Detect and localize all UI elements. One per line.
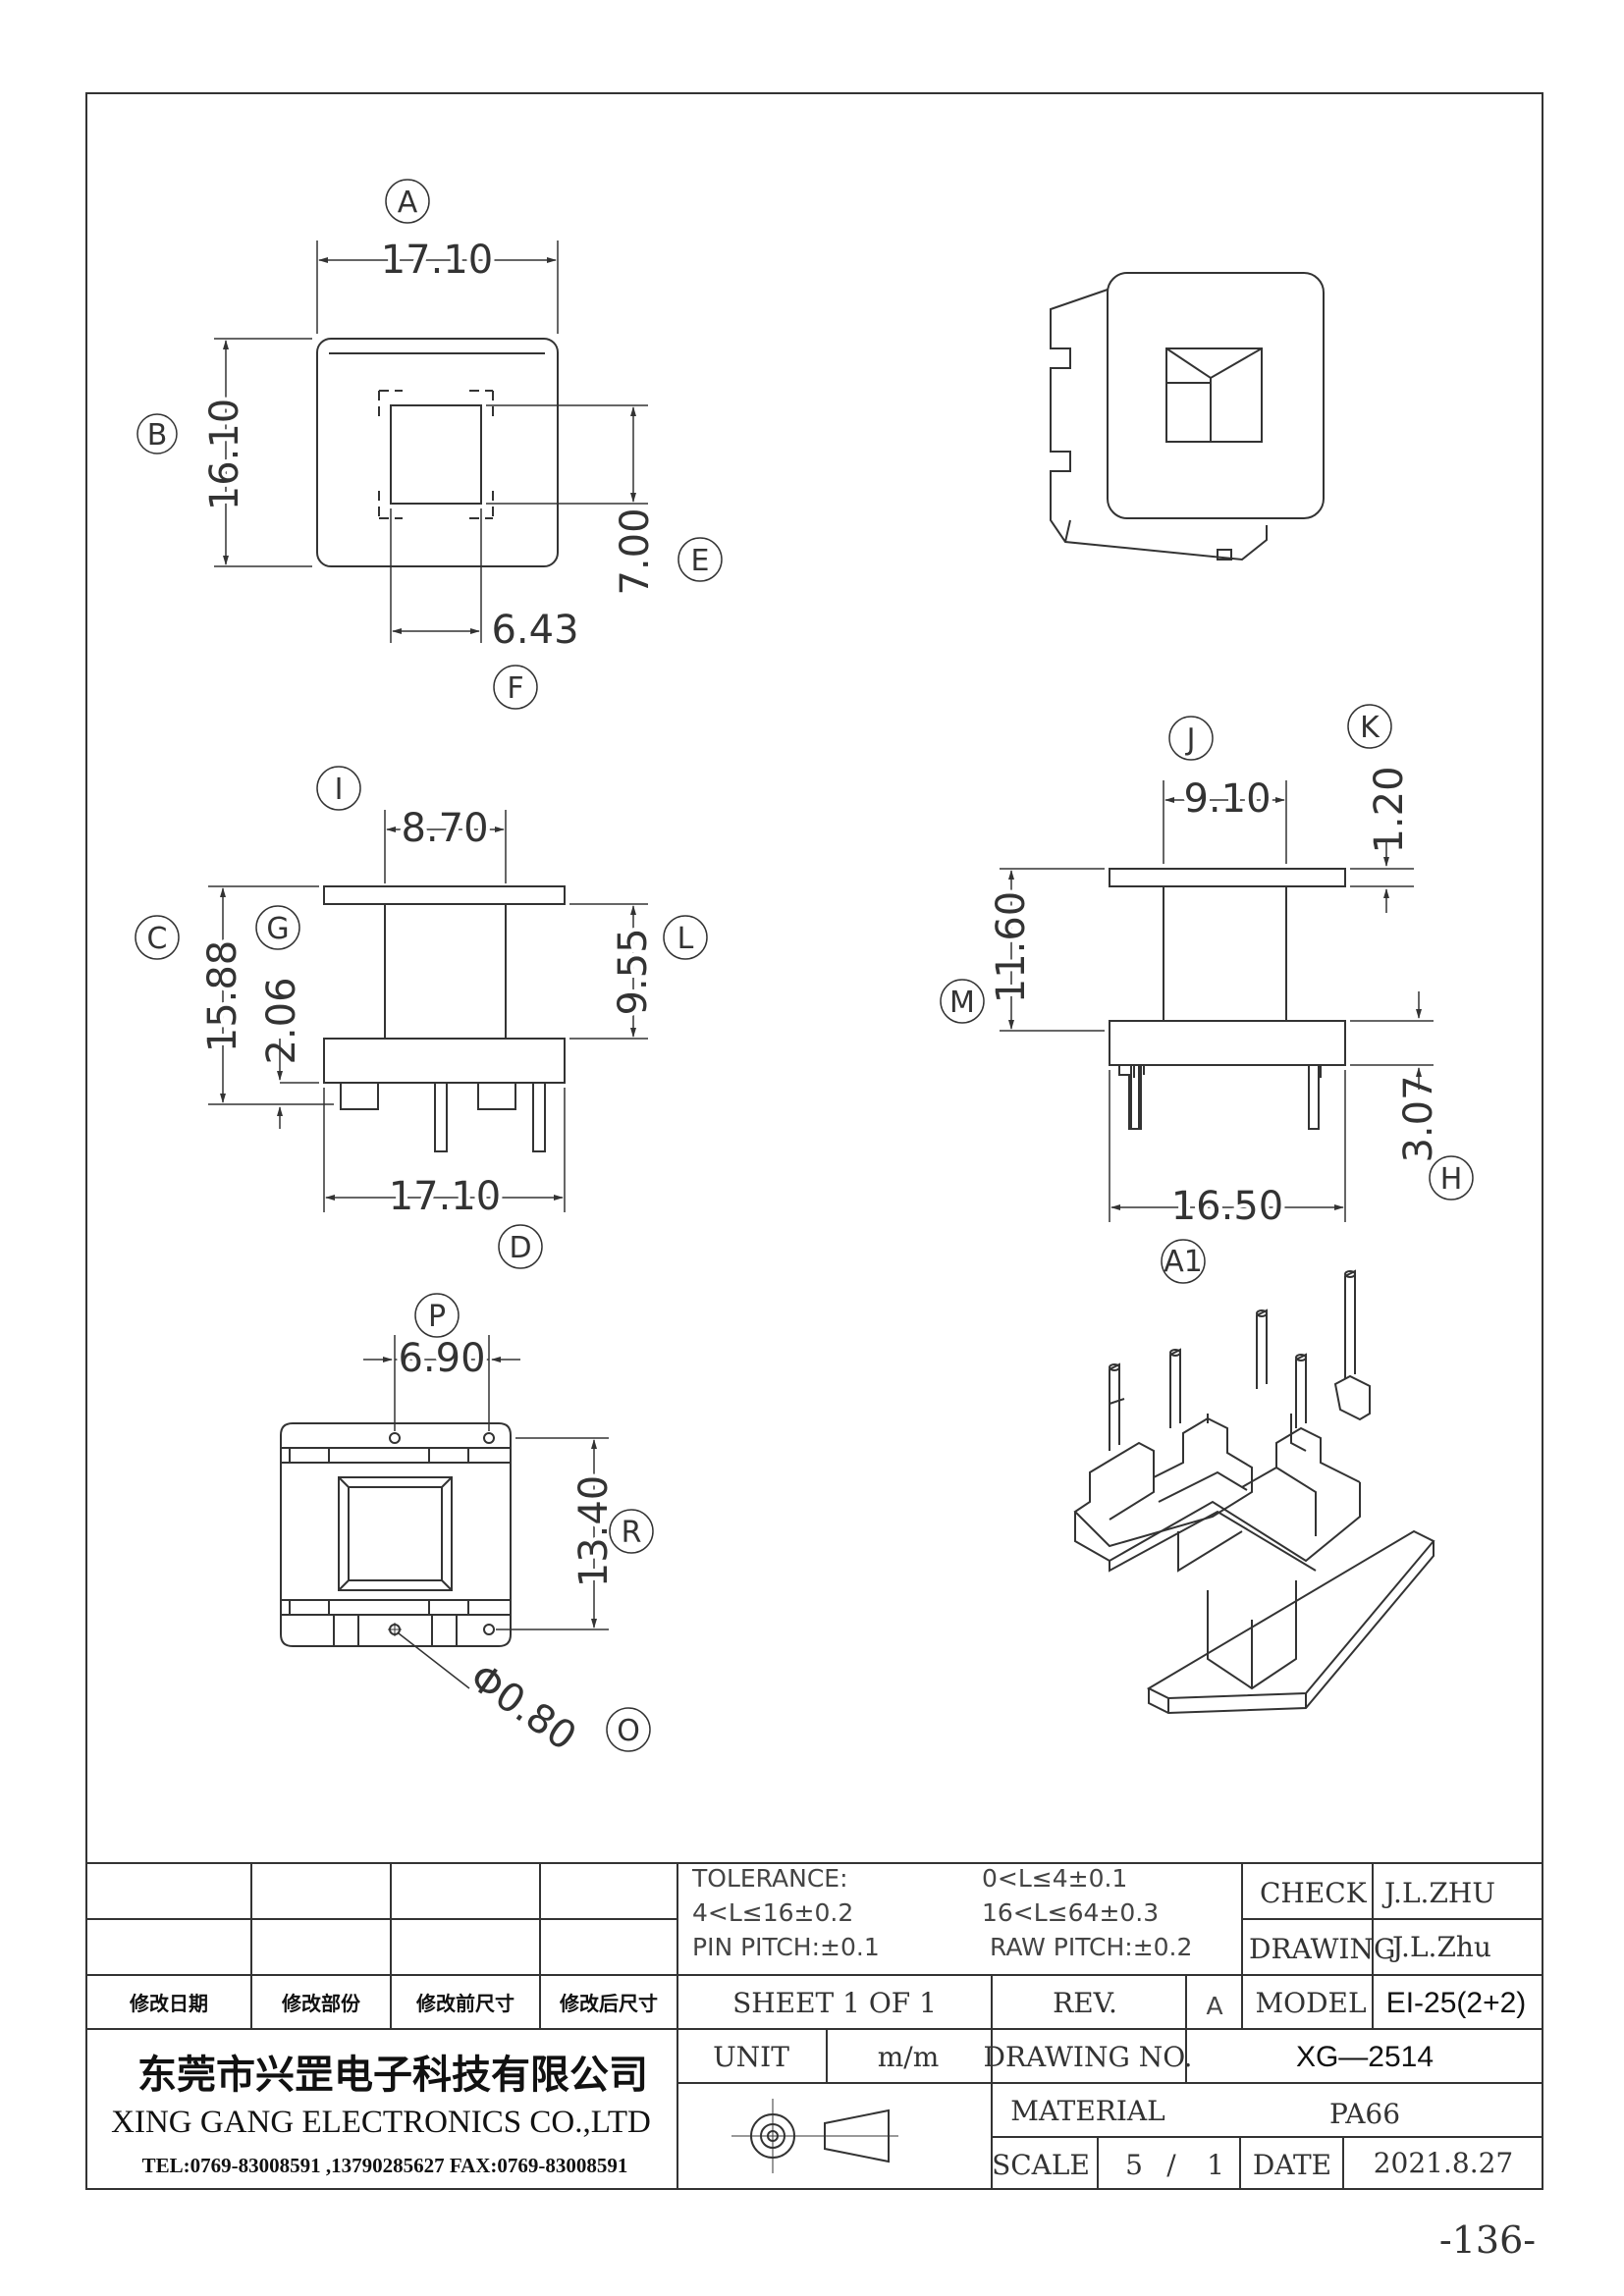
label-p: P: [428, 1300, 446, 1334]
dim-g: 2.06: [259, 977, 304, 1064]
dim-k: 1.20: [1367, 766, 1412, 853]
dim-p: 6.90: [398, 1336, 485, 1381]
dim-d: 17.10: [389, 1174, 502, 1219]
company-name-cn: 东莞市兴罡电子科技有限公司: [137, 2053, 648, 2098]
dim-m: 11.60: [989, 891, 1034, 1004]
unit-value: m/m: [878, 2041, 940, 2073]
label-k: K: [1360, 711, 1380, 745]
rev-value: A: [1206, 1992, 1222, 2020]
scale-denominator: 1: [1207, 2149, 1224, 2181]
dim-l: 9.55: [611, 928, 656, 1015]
tolerance-range-2: 4<L≤16±0.2: [692, 1898, 853, 1927]
material-label: MATERIAL: [1010, 2095, 1164, 2127]
label-m: M: [949, 986, 975, 1020]
label-o: O: [617, 1714, 640, 1748]
pin-pitch: PIN PITCH:±0.1: [692, 1933, 880, 1961]
check-label: CHECK: [1260, 1877, 1368, 1909]
model-label: MODEL: [1255, 1987, 1366, 2019]
label-c: C: [147, 922, 168, 956]
label-r: R: [622, 1516, 642, 1550]
tolerance-range-1: 0<L≤4±0.1: [982, 1864, 1127, 1893]
top-view: [214, 240, 648, 643]
drawing-border: [85, 92, 1543, 2190]
isometric-view-bottom: [1073, 1269, 1435, 1715]
scale-label: SCALE: [992, 2149, 1090, 2181]
label-a: A: [398, 186, 418, 220]
label-h: H: [1440, 1162, 1463, 1197]
label-l: L: [677, 922, 694, 956]
dim-h: 3.07: [1396, 1075, 1441, 1162]
rev-header-part: 修改部份: [281, 1992, 361, 2015]
title-block-text: TOLERANCE: 0<L≤4±0.1 4<L≤16±0.2 16<L≤64±…: [111, 1864, 1526, 2181]
page-number: -136-: [1439, 2218, 1536, 2262]
isometric-view-top: [1050, 272, 1325, 561]
tolerance-range-3: 16<L≤64±0.3: [982, 1898, 1159, 1927]
rev-header-after: 修改后尺寸: [559, 1992, 658, 2015]
rev-header-before: 修改前尺寸: [415, 1992, 514, 2015]
company-name-en: XING GANG ELECTRONICS CO.,LTD: [111, 2105, 651, 2140]
scale-separator: /: [1166, 2149, 1176, 2181]
drawing-no-value: XG—2514: [1296, 2041, 1434, 2073]
front-view: [208, 810, 648, 1212]
tolerance-label: TOLERANCE:: [691, 1864, 848, 1893]
dim-c: 15.88: [200, 940, 245, 1053]
scale-numerator: 5: [1125, 2149, 1143, 2181]
dim-e: 7.00: [613, 507, 658, 595]
label-a1: A1: [1164, 1245, 1203, 1279]
drawing-label: DRAWING: [1249, 1933, 1395, 1965]
dim-i: 8.70: [401, 806, 488, 851]
dim-a: 17.10: [381, 238, 494, 283]
label-d: D: [509, 1231, 531, 1265]
label-e: E: [691, 544, 710, 578]
check-value: J.L.ZHU: [1381, 1877, 1495, 1909]
dim-a1: 16.50: [1171, 1184, 1284, 1229]
label-f: F: [507, 671, 523, 706]
rev-header-date: 修改日期: [129, 1992, 208, 2015]
drawing-no-label: DRAWING NO.: [984, 2041, 1193, 2073]
date-value: 2021.8.27: [1374, 2147, 1514, 2179]
bottom-view: [280, 1335, 609, 1689]
dim-j: 9.10: [1183, 776, 1271, 822]
raw-pitch: RAW PITCH:±0.2: [990, 1933, 1192, 1961]
unit-label: UNIT: [713, 2041, 789, 2073]
date-label: DATE: [1253, 2149, 1331, 2181]
drawing-value: J.L.Zhu: [1389, 1931, 1491, 1963]
label-g: G: [266, 912, 289, 946]
dim-r: 13.40: [571, 1475, 617, 1588]
label-i: I: [335, 773, 344, 807]
dim-o: Φ0.80: [461, 1655, 584, 1760]
dim-b: 16.10: [202, 399, 247, 511]
side-view: [1000, 780, 1434, 1222]
dimension-text: A 17.10 B 16.10 7.00 E 6.43 F I 8.70 C G…: [135, 179, 1474, 1760]
sheet-number: SHEET 1 OF 1: [732, 1987, 937, 2019]
dim-f: 6.43: [491, 608, 578, 653]
model-value: EI-25(2+2): [1386, 1987, 1527, 2019]
rev-label: REV.: [1053, 1987, 1117, 2019]
material-value: PA66: [1329, 2098, 1400, 2130]
title-block: [86, 1862, 1543, 2189]
contact-info: TEL:0769-83008591 ,13790285627 FAX:0769-…: [142, 2154, 628, 2177]
label-j: J: [1185, 722, 1196, 757]
label-b: B: [147, 418, 168, 453]
